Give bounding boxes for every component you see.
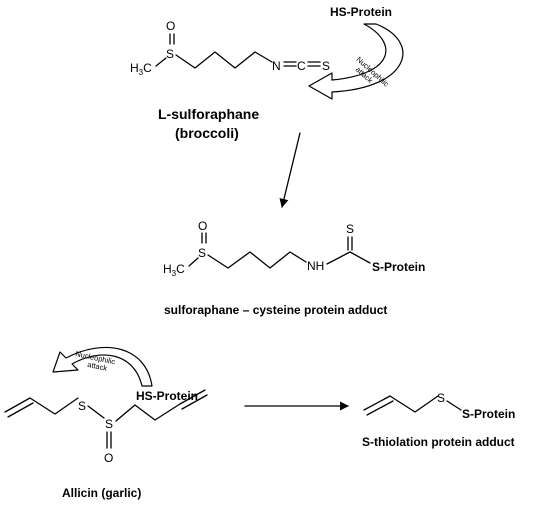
isothiocyanate-s-atom: S	[322, 59, 330, 73]
thione-s-atom: S	[346, 222, 354, 236]
allicin-s2-atom: S	[105, 417, 113, 431]
adduct-sulfoxide-o-atom: O	[198, 219, 207, 233]
adduct-s-protein: S-Protein	[372, 260, 425, 274]
sulforaphane-adduct-structure: H3C S O NH S S-Protein	[163, 219, 425, 278]
allicin-name: Allicin (garlic)	[62, 486, 141, 500]
s-thiolation-adduct-name: S-thiolation protein adduct	[362, 435, 515, 449]
sulfoxide-s-atom: S	[166, 47, 174, 61]
s-thiolation-adduct-structure: S S-Protein	[363, 391, 515, 421]
reaction-arrow-1	[279, 132, 301, 208]
isothiocyanate-n-atom: N	[272, 59, 281, 73]
thiolation-s-atom: S	[437, 391, 445, 405]
sulforaphane-structure: H3C S O N C S	[130, 19, 330, 77]
methyl-label: H3C	[130, 61, 152, 77]
isothiocyanate-c-atom: C	[297, 59, 306, 73]
allicin-structure: S S O	[4, 389, 208, 465]
allicin-s1-atom: S	[78, 399, 86, 413]
thiolation-s-protein: S-Protein	[462, 407, 515, 421]
allicin-o-atom: O	[104, 451, 113, 465]
adduct-methyl-label: H3C	[163, 262, 185, 278]
sulforaphane-name: L-sulforaphane	[158, 106, 259, 122]
sulfoxide-o-atom: O	[166, 19, 175, 33]
sulforaphane-source: (broccoli)	[175, 125, 239, 141]
nucleophilic-attack-arrow-2: Nucleophilicattack	[52, 346, 153, 387]
sulforaphane-adduct-name: sulforaphane – cysteine protein adduct	[164, 303, 387, 317]
adduct-sulfoxide-s-atom: S	[198, 246, 206, 260]
adduct-nh-atom: NH	[307, 259, 324, 273]
nucleophile-hs-protein-2: HS-Protein	[136, 389, 198, 403]
nucleophile-hs-protein-1: HS-Protein	[330, 5, 392, 19]
